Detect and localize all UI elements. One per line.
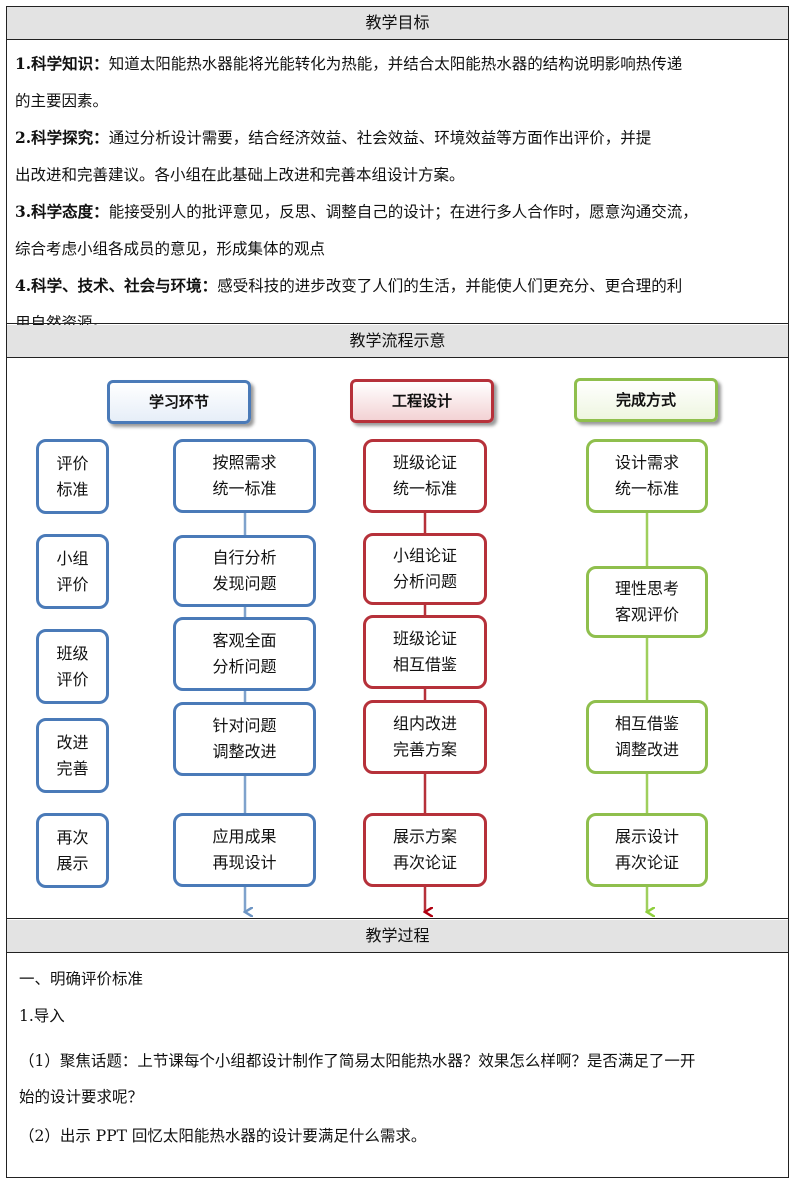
completion-step: 理性思考 客观评价	[586, 566, 708, 638]
engineering-step: 班级论证 相互借鉴	[363, 615, 487, 689]
subsection-title: 1.导入	[19, 1007, 65, 1025]
learning-step: 按照需求 统一标准	[173, 439, 316, 513]
lesson-plan-sheet: 教学目标 1.科学知识：知道太阳能热水器能将光能转化为热能，并结合太阳能热水器的…	[6, 6, 789, 1178]
stage-box: 班级 评价	[36, 629, 109, 704]
completion-step: 设计需求 统一标准	[586, 439, 708, 513]
process-paragraph-1: （1）聚焦话题：上节课每个小组都设计制作了简易太阳能热水器？效果怎么样啊？是否满…	[19, 1052, 696, 1106]
col-title-engineering: 工程设计	[350, 379, 494, 423]
stage-box: 小组 评价	[36, 534, 109, 609]
stage-box: 改进 完善	[36, 718, 109, 793]
engineering-step: 班级论证 统一标准	[363, 439, 487, 513]
col-title-completion: 完成方式	[574, 378, 718, 422]
engineering-step: 组内改进 完善方案	[363, 700, 487, 774]
completion-step: 相互借鉴 调整改进	[586, 700, 708, 774]
process-header: 教学过程	[7, 920, 788, 953]
col-title-learning: 学习环节	[107, 380, 251, 424]
learning-step: 应用成果 再现设计	[173, 813, 316, 887]
completion-step: 展示设计 再次论证	[586, 813, 708, 887]
learning-step: 自行分析 发现问题	[173, 535, 316, 607]
process-paragraph-2: （2）出示 PPT 回忆太阳能热水器的设计要满足什么需求。	[19, 1127, 427, 1145]
engineering-step: 展示方案 再次论证	[363, 813, 487, 887]
stage-box: 再次 展示	[36, 813, 109, 888]
learning-step: 针对问题 调整改进	[173, 702, 316, 776]
goal-item-1: 1.科学知识：知道太阳能热水器能将光能转化为热能，并结合太阳能热水器的结构说明影…	[15, 54, 683, 110]
engineering-step: 小组论证 分析问题	[363, 533, 487, 605]
learning-step: 客观全面 分析问题	[173, 617, 316, 691]
section-title: 一、明确评价标准	[19, 970, 144, 988]
goals-header: 教学目标	[7, 7, 788, 40]
stage-box: 评价 标准	[36, 439, 109, 514]
flow-header: 教学流程示意	[7, 325, 788, 358]
goal-item-2: 2.科学探究：通过分析设计需要，结合经济效益、社会效益、环境效益等方面作出评价，…	[15, 128, 652, 184]
goal-item-3: 3.科学态度：能接受别人的批评意见，反思、调整自己的设计；在进行多人合作时，愿意…	[15, 202, 698, 258]
